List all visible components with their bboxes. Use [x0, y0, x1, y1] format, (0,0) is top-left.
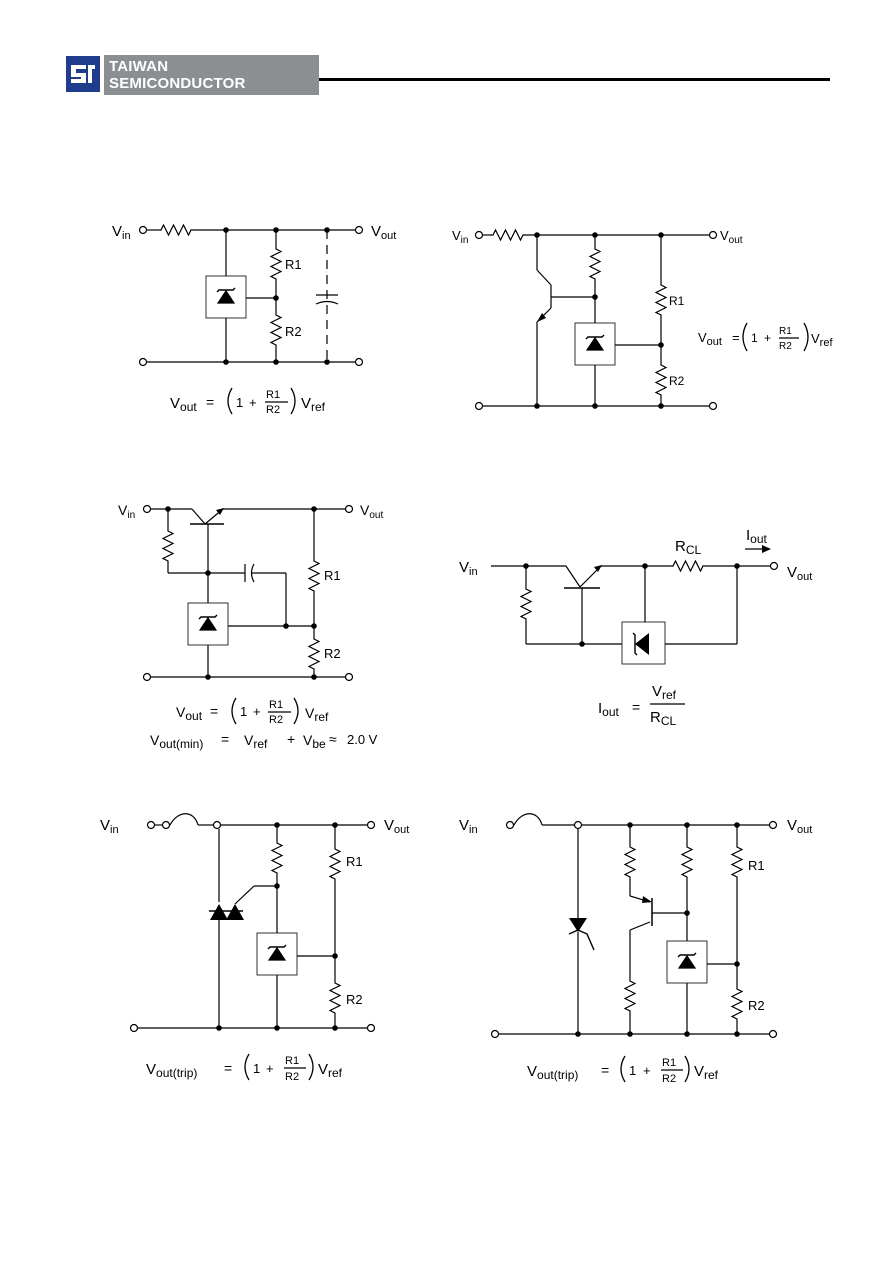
c2-vin-label: Vin — [452, 228, 468, 246]
c4-formula-rcl: RCL — [650, 709, 677, 728]
header-rule — [319, 78, 830, 81]
c3-min-formula-lhs: Vout(min) — [150, 732, 203, 751]
c6-formula-vref: Vref — [694, 1063, 719, 1082]
c6-formula-r1: R1 — [662, 1057, 676, 1069]
c2-formula-lhs: Vout — [698, 330, 722, 348]
c4-vout-label: Vout — [787, 564, 812, 583]
c5-vout-label: Vout — [384, 817, 409, 836]
company-line-1: TAIWAN — [109, 58, 169, 75]
taiwan-semiconductor-logo-icon — [66, 56, 100, 92]
c2-formula-r2: R2 — [779, 341, 792, 352]
c4-vin-label: Vin — [459, 559, 478, 578]
c3-min-formula-vbe: Vbe — [303, 732, 326, 751]
c1-formula-one: 1 — [236, 395, 243, 410]
c2-formula-vref: Vref — [811, 331, 833, 349]
c3-formula-plus: + — [253, 704, 261, 719]
c4-rcl-label: RCL — [675, 538, 702, 557]
c3-formula-lhs: Vout — [176, 704, 203, 723]
circuit-constant-current-source — [491, 545, 779, 665]
c5-formula-lhs: Vout(trip) — [146, 1061, 197, 1080]
c1-formula-r1: R1 — [266, 389, 280, 401]
circuit-crowbar-scr — [129, 813, 376, 1033]
c3-r1-label: R1 — [324, 568, 341, 583]
page-header: TAIWAN SEMICONDUCTOR — [66, 54, 830, 98]
c2-formula-r1: R1 — [779, 326, 792, 337]
c3-vout-label: Vout — [360, 502, 383, 521]
circuit-crowbar-transistor — [490, 813, 778, 1039]
c1-r1-label: R1 — [285, 257, 302, 272]
c6-formula-plus: + — [643, 1063, 651, 1078]
circuit-adjustable-pass-regulator — [142, 504, 354, 682]
c5-formula-plus: + — [266, 1061, 274, 1076]
c6-formula-r2: R2 — [662, 1073, 676, 1085]
c1-formula-eq: = — [206, 394, 214, 410]
c6-formula-lhs: Vout(trip) — [527, 1063, 578, 1082]
c2-formula-one: 1 — [751, 331, 758, 345]
c3-formula-r2: R2 — [269, 714, 283, 726]
c5-formula-vref: Vref — [318, 1061, 343, 1080]
c2-formula-eq: = — [732, 330, 740, 345]
c5-formula-one: 1 — [253, 1061, 260, 1076]
c2-r2-label: R2 — [669, 374, 685, 388]
c3-min-formula-eq: = — [221, 731, 229, 747]
c3-formula-vref: Vref — [305, 705, 329, 724]
company-line-2: SEMICONDUCTOR — [109, 75, 246, 92]
c1-vout-label: Vout — [371, 223, 396, 242]
c4-iout-label: Iout — [746, 527, 768, 546]
c1-formula-plus: + — [249, 395, 257, 410]
c5-formula-r1: R1 — [285, 1055, 299, 1067]
c5-formula-r2: R2 — [285, 1071, 299, 1083]
c3-min-formula-vref: Vref — [244, 732, 268, 751]
c5-r2-label: R2 — [346, 992, 363, 1007]
c1-formula-r2: R2 — [266, 404, 280, 416]
c3-min-formula-value: 2.0 V — [347, 732, 378, 747]
c1-formula-vref: Vref — [301, 395, 326, 414]
c3-min-formula-plus: + — [287, 731, 295, 747]
c6-formula-eq: = — [601, 1062, 609, 1078]
c5-formula-eq: = — [224, 1060, 232, 1076]
c2-r1-label: R1 — [669, 294, 685, 308]
c6-r1-label: R1 — [748, 858, 765, 873]
c4-formula-lhs: Iout — [598, 700, 620, 719]
c3-formula-r1: R1 — [269, 699, 283, 711]
c1-formula-lhs: Vout — [170, 395, 197, 414]
c3-formula-one: 1 — [240, 704, 247, 719]
circuit-shunt-regulator — [138, 224, 364, 367]
c3-formula-eq: = — [210, 703, 218, 719]
c6-r2-label: R2 — [748, 998, 765, 1013]
c6-vout-label: Vout — [787, 817, 812, 836]
company-name: TAIWAN SEMICONDUCTOR — [104, 55, 319, 95]
c6-vin-label: Vin — [459, 817, 478, 836]
c2-vout-label: Vout — [720, 228, 743, 246]
c1-vin-label: Vin — [112, 223, 131, 242]
c2-formula-plus: + — [764, 331, 771, 345]
c6-formula-one: 1 — [629, 1063, 636, 1078]
c4-formula-eq: = — [632, 699, 640, 715]
c1-r2-label: R2 — [285, 324, 302, 339]
c3-vin-label: Vin — [118, 502, 135, 521]
c3-r2-label: R2 — [324, 646, 341, 661]
c3-min-formula-approx: ≈ — [329, 731, 337, 747]
c5-vin-label: Vin — [100, 817, 119, 836]
c4-formula-vref: Vref — [652, 683, 677, 702]
c5-r1-label: R1 — [346, 854, 363, 869]
